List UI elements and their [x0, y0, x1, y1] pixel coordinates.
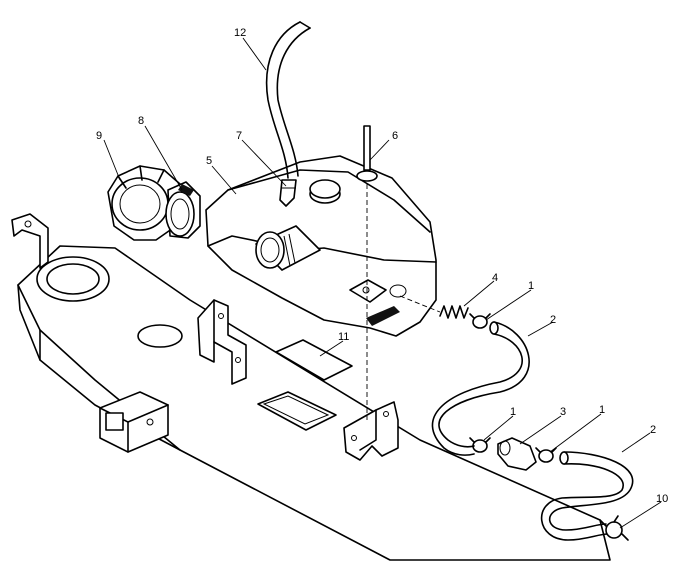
part-12-vent-hose [265, 21, 311, 179]
callout-3: 3 [560, 406, 566, 418]
callout-8: 8 [138, 115, 144, 127]
leader-lines [103, 37, 662, 529]
part-1-clamp-b [469, 437, 491, 453]
part-10-clip [599, 515, 629, 541]
mount-bracket-front [197, 299, 247, 385]
callout-labels: 12 8 9 7 6 5 4 1 2 11 1 3 1 2 10 [96, 27, 668, 505]
callout-10: 10 [656, 493, 668, 505]
callout-9: 9 [96, 130, 102, 142]
callout-5: 5 [206, 155, 212, 167]
part-11-pad [275, 339, 353, 381]
mount-bracket-rear [343, 401, 399, 461]
part-9-fill-cap [107, 165, 185, 241]
receiver-tube [99, 391, 169, 453]
callout-2-lower: 2 [650, 424, 656, 436]
callout-11: 11 [338, 331, 349, 343]
part-6-dipstick [356, 125, 378, 420]
part-4-spring [399, 295, 469, 319]
callout-2-upper: 2 [550, 314, 556, 326]
part-5-oil-tank [205, 155, 437, 337]
callout-1-lower-left: 1 [510, 406, 516, 418]
callout-1-upper: 1 [528, 280, 534, 292]
part-1-clamp-c [535, 447, 557, 463]
callout-4: 4 [492, 272, 498, 284]
part-3-filter [497, 437, 537, 471]
part-2-hose-b [540, 451, 634, 541]
frame-rail [11, 213, 611, 561]
part-1-clamp-a [469, 313, 491, 329]
callout-7: 7 [236, 130, 242, 142]
part-2-hose-a [431, 321, 530, 456]
callout-1-lower-right: 1 [599, 404, 605, 416]
callout-6: 6 [392, 130, 398, 142]
part-8-adapter [165, 181, 201, 239]
callout-12: 12 [234, 27, 246, 39]
part-7-fitting [279, 179, 297, 207]
